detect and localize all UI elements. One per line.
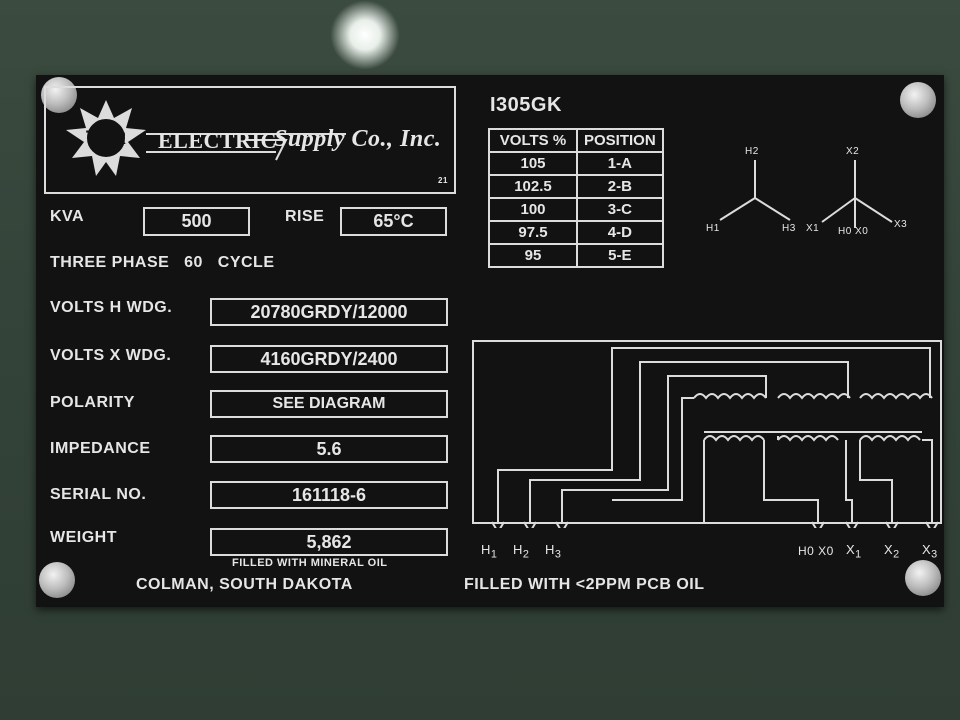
terminal-h1: H1 [481,542,498,561]
light-glare [330,0,400,70]
tap-position: 1-A [576,151,664,176]
tap-header-position: POSITION [576,128,664,153]
tap-table: VOLTS % POSITION 105 1-A 102.5 2-B 100 3… [488,128,664,268]
tap-volts: 100 [488,197,578,222]
tap-position: 4-D [576,220,664,245]
screw-bottom-left-icon [39,562,75,598]
phase-line: THREE PHASE 60 CYCLE [50,254,275,271]
weight-label: WEIGHT [50,529,117,546]
table-row: 105 1-A [488,151,664,176]
terminal-h3: H3 [545,542,562,561]
impedance-value: 5.6 [210,435,448,463]
terminal-x2: X2 [884,542,900,561]
rise-label: RISE [285,208,325,225]
polarity-value: SEE DIAGRAM [210,390,448,418]
weight-value: 5,862 [210,528,448,556]
tap-position: 5-E [576,243,664,268]
rise-value: 65°C [340,207,447,236]
table-row: 97.5 4-D [488,220,664,245]
screw-bottom-right-icon [905,560,941,596]
vector-h2: H2 [745,146,759,157]
volts-h-label: VOLTS H WDG. [50,299,173,316]
table-row: 95 5-E [488,243,664,268]
model-number: I305GK [490,94,562,116]
filled-mineral-oil: FILLED WITH MINERAL OIL [232,557,388,569]
brand-initials: T&R [86,128,127,149]
vector-x2: X2 [846,146,860,157]
serial-value: 161118-6 [210,481,448,509]
impedance-label: IMPEDANCE [50,440,151,457]
table-row: 102.5 2-B [488,174,664,199]
brand-name-electric: ELECTRIC [158,128,277,153]
brand-logo-box: T&R ELECTRIC Supply Co., Inc. 21 [44,86,456,194]
tap-position: 3-C [576,197,664,222]
vector-diagram [719,160,893,228]
tap-volts: 95 [488,243,578,268]
volts-h-value: 20780GRDY/12000 [210,298,448,326]
terminal-x1: X1 [846,542,862,561]
terminal-x3: X3 [922,542,938,561]
kva-value: 500 [143,207,250,236]
tap-volts: 102.5 [488,174,578,199]
serial-label: SERIAL NO. [50,486,147,503]
brand-logo-icon [66,100,346,176]
terminal-h0x0: H0 X0 [798,544,834,558]
footer-location: COLMAN, SOUTH DAKOTA [136,576,353,593]
polarity-label: POLARITY [50,394,135,411]
kva-label: KVA [50,208,85,225]
vector-h1: H1 [706,223,720,234]
vector-h3: H3 [782,223,796,234]
table-row: VOLTS % POSITION [488,128,664,153]
tap-header-volts: VOLTS % [488,128,578,153]
volts-x-value: 4160GRDY/2400 [210,345,448,373]
vector-h0x0: H0 X0 [838,226,869,237]
tap-position: 2-B [576,174,664,199]
footer-pcb: FILLED WITH <2PPM PCB OIL [464,576,705,593]
brand-code: 21 [438,176,448,185]
vector-x1: X1 [806,223,820,234]
brand-name-supply: Supply Co., Inc. [274,126,442,152]
tap-volts: 97.5 [488,220,578,245]
screw-top-left-icon [41,77,77,113]
wiring-diagram [472,340,942,528]
screw-top-right-icon [900,82,936,118]
table-row: 100 3-C [488,197,664,222]
volts-x-label: VOLTS X WDG. [50,347,172,364]
terminal-h2: H2 [513,542,530,561]
vector-x3: X3 [894,219,908,230]
tap-volts: 105 [488,151,578,176]
